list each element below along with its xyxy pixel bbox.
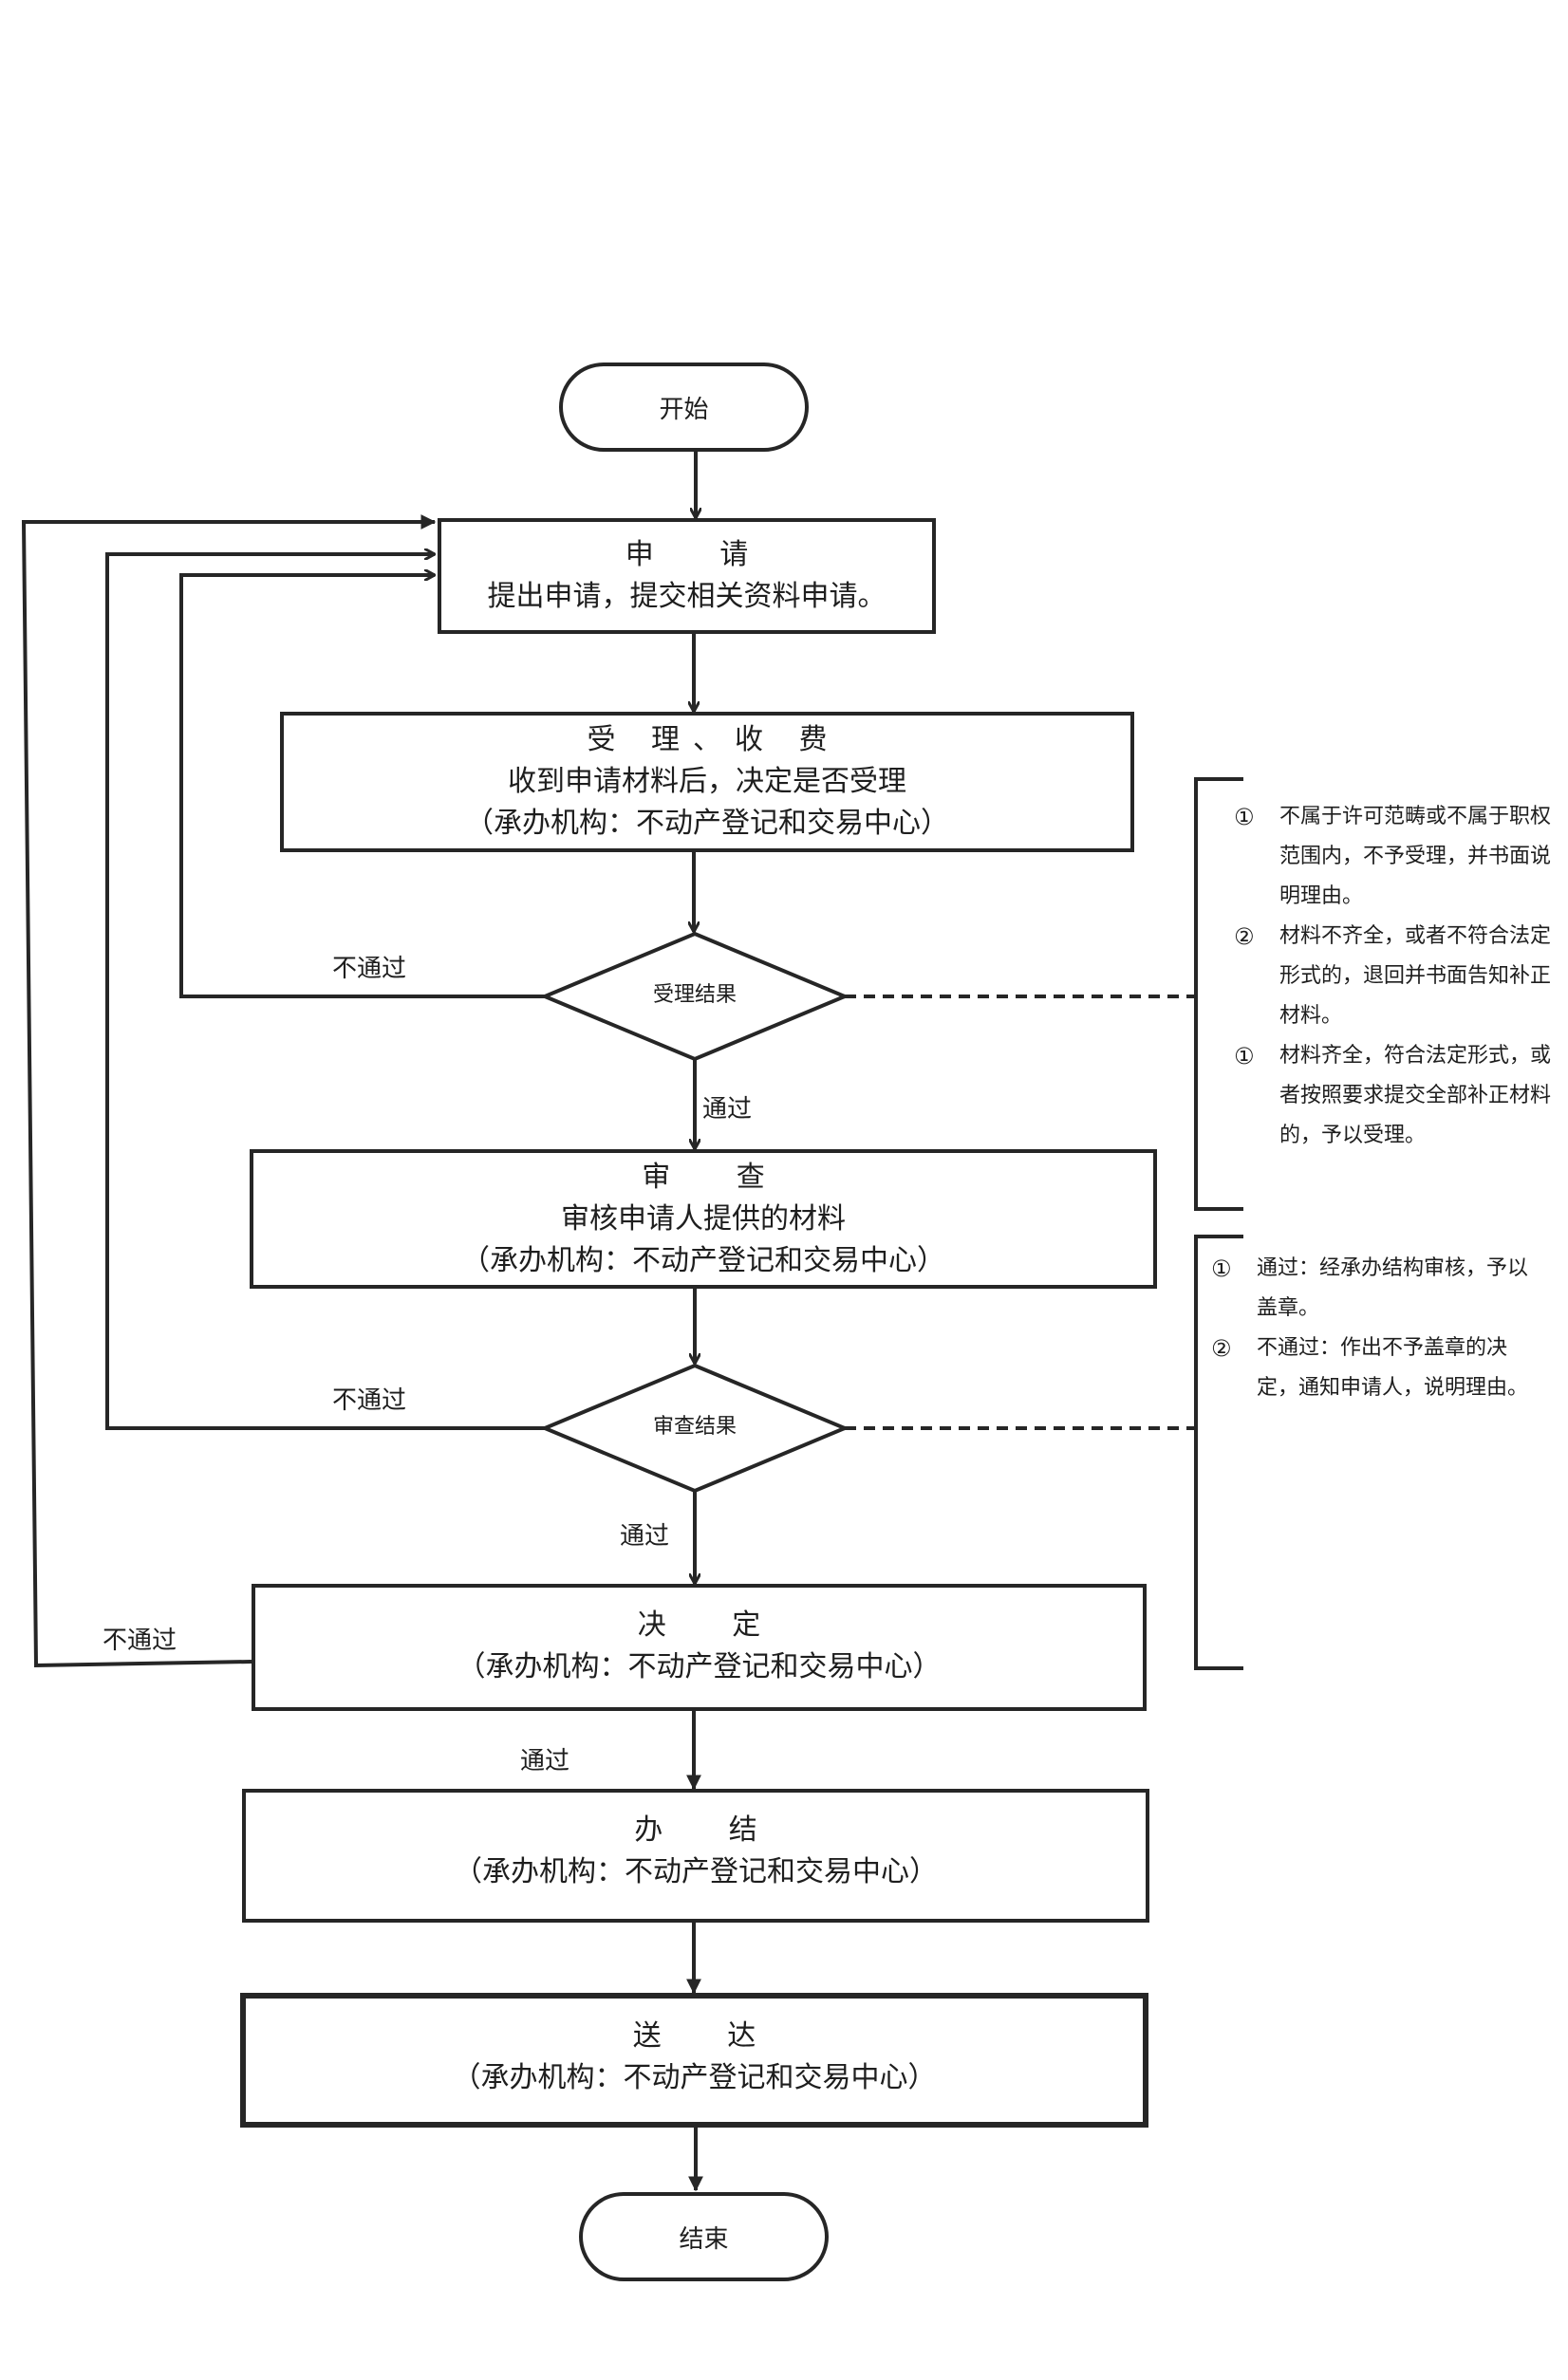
step-review: 审 查 审核申请人提供的材料 （承办机构：不动产登记和交易中心） [250, 1149, 1157, 1289]
loop-decision2-fail [105, 554, 545, 1430]
bracket-accept-notes [1194, 777, 1243, 1211]
step-decide-title: 决 定 [637, 1608, 790, 1642]
end-terminal: 结束 [579, 2192, 829, 2281]
step-deliver-agency: （承办机构：不动产登记和交易中心） [452, 2061, 937, 2094]
label-decide-fail: 不通过 [103, 1627, 177, 1655]
start-label: 开始 [659, 395, 709, 424]
step-deliver-title: 送 达 [632, 2019, 785, 2053]
label-decision2-pass: 通过 [620, 1522, 670, 1551]
step-review-desc: 审核申请人提供的材料 [561, 1201, 846, 1236]
step-complete-agency: （承办机构：不动产登记和交易中心） [454, 1855, 938, 1888]
note-text: 通过：经承办结构审核，予以盖章。 [1257, 1256, 1529, 1320]
step-complete: 办 结 （承办机构：不动产登记和交易中心） [242, 1789, 1149, 1923]
note-item: ① 材料齐全，符合法定形式，或者按照要求提交全部补正材料的，予以受理。 [1234, 1036, 1555, 1156]
step-accept-title: 受 理、收 费 [587, 723, 841, 756]
label-decide-pass: 通过 [520, 1747, 570, 1776]
step-apply-title: 申 请 [625, 538, 777, 571]
note-text: 不属于许可范畴或不属于职权范围内，不予受理，并书面说明理由。 [1279, 805, 1552, 908]
note-text: 不通过：作出不予盖章的决定，通知申请人，说明理由。 [1257, 1336, 1529, 1400]
note-item: ① 不属于许可范畴或不属于职权范围内，不予受理，并书面说明理由。 [1234, 797, 1555, 917]
step-complete-title: 办 结 [634, 1813, 786, 1847]
step-accept: 受 理、收 费 收到申请材料后，决定是否受理 （承办机构：不动产登记和交易中心） [280, 712, 1134, 852]
accept-notes: ① 不属于许可范畴或不属于职权范围内，不予受理，并书面说明理由。 ② 材料不齐全… [1234, 797, 1555, 1156]
note-text: 材料不齐全，或者不符合法定形式的，退回并书面告知补正材料。 [1279, 924, 1552, 1028]
bracket-review-notes [1194, 1235, 1243, 1670]
review-notes: ① 通过：经承办结构审核，予以盖章。 ② 不通过：作出不予盖章的决定，通知申请人… [1211, 1249, 1541, 1408]
note-item: ② 材料不齐全，或者不符合法定形式的，退回并书面告知补正材料。 [1234, 917, 1555, 1036]
end-label: 结束 [679, 2224, 729, 2254]
step-decide-agency: （承办机构：不动产登记和交易中心） [457, 1650, 942, 1683]
note-number: ① [1234, 804, 1255, 830]
loop-decision1-fail [179, 575, 545, 998]
note-number: ② [1234, 923, 1255, 950]
loop-decide-fail [21, 514, 437, 1668]
step-review-agency: （承办机构：不动产登记和交易中心） [461, 1243, 945, 1277]
note-number: ① [1234, 1043, 1255, 1069]
decision-review-result-label: 审查结果 [652, 1415, 737, 1439]
start-terminal: 开始 [559, 363, 809, 452]
step-review-title: 审 查 [642, 1160, 793, 1194]
decision-accept-result-label: 受理结果 [652, 983, 737, 1007]
note-text: 材料齐全，符合法定形式，或者按照要求提交全部补正材料的，予以受理。 [1279, 1044, 1552, 1147]
note-item: ① 通过：经承办结构审核，予以盖章。 [1211, 1249, 1541, 1329]
step-deliver: 送 达 （承办机构：不动产登记和交易中心） [240, 1993, 1148, 2128]
decision-accept-result [539, 931, 850, 1062]
label-decision1-pass: 通过 [702, 1095, 753, 1124]
note-number: ② [1211, 1335, 1232, 1362]
step-accept-desc: 收到申请材料后，决定是否受理 [508, 765, 906, 798]
label-decision2-fail: 不通过 [332, 1386, 407, 1415]
step-apply-desc: 提出申请，提交相关资料申请。 [487, 580, 887, 613]
step-apply: 申 请 提出申请，提交相关资料申请。 [438, 518, 936, 634]
decision-review-result [539, 1363, 850, 1494]
note-number: ① [1211, 1255, 1232, 1282]
step-decide: 决 定 （承办机构：不动产登记和交易中心） [252, 1584, 1147, 1711]
label-decision1-fail: 不通过 [332, 955, 407, 983]
note-item: ② 不通过：作出不予盖章的决定，通知申请人，说明理由。 [1211, 1329, 1541, 1408]
step-accept-agency: （承办机构：不动产登记和交易中心） [465, 807, 949, 840]
